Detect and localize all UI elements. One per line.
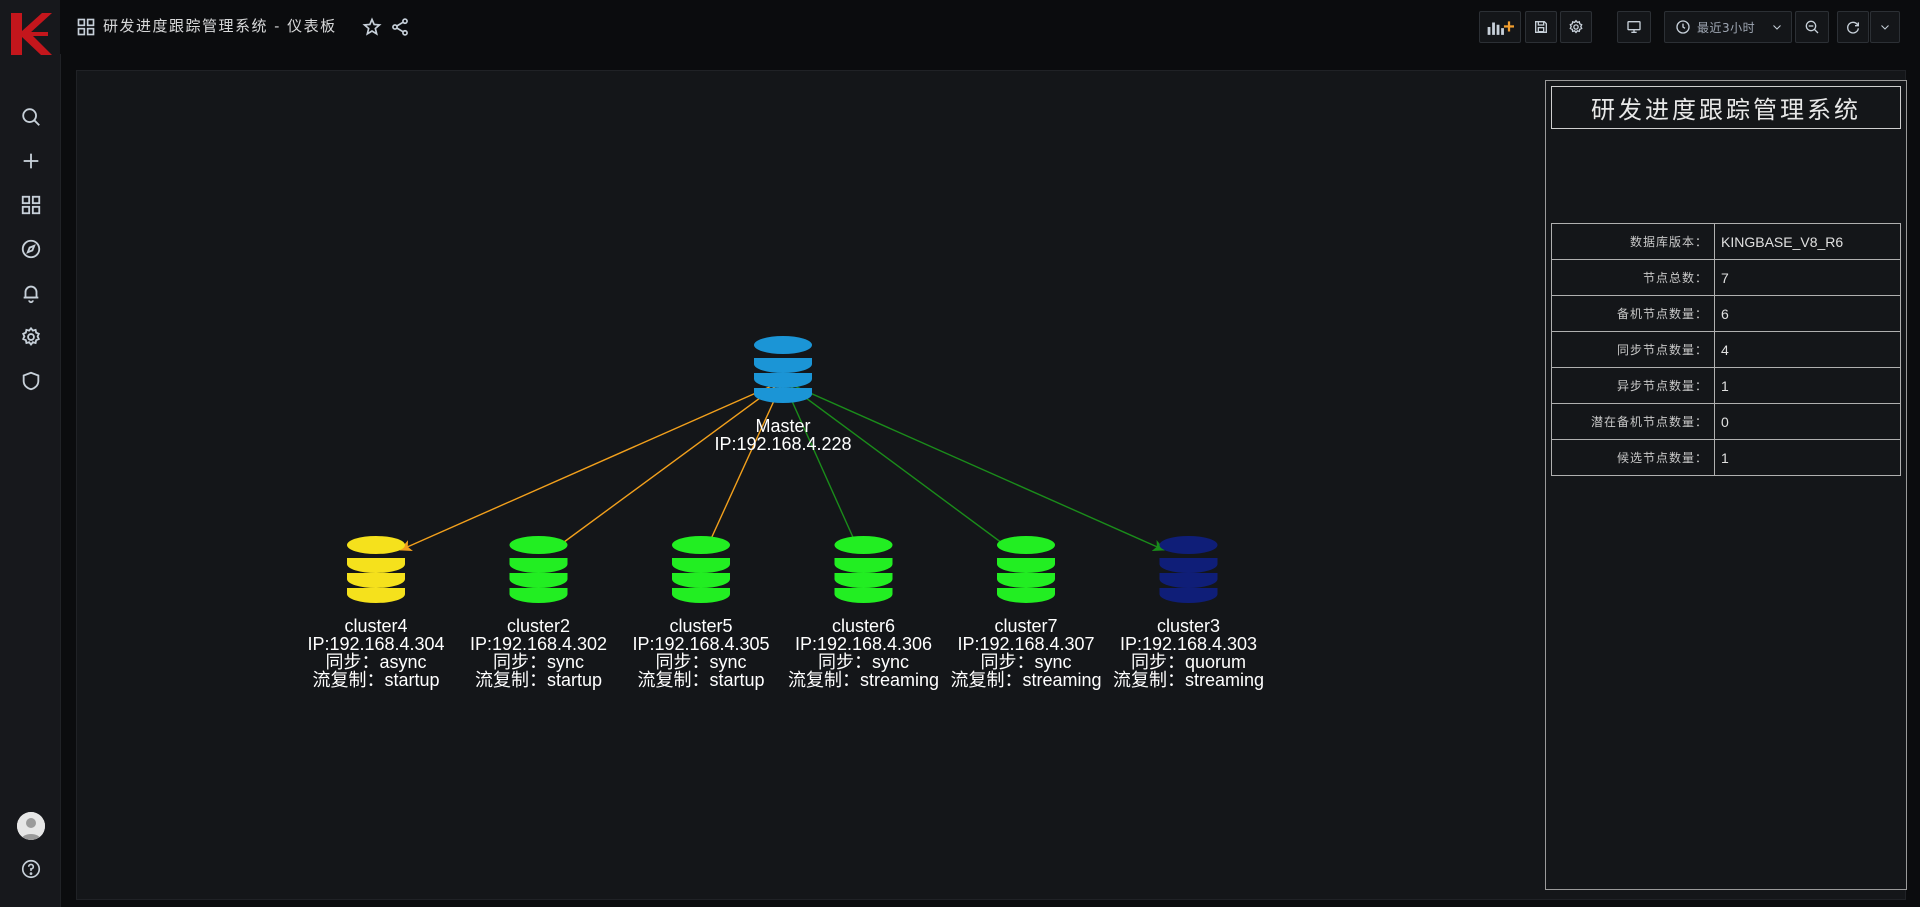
info-title: 研发进度跟踪管理系统 bbox=[1551, 86, 1901, 129]
cluster-ip: IP:192.168.4.307 bbox=[957, 634, 1094, 654]
cluster-stream-state: 流复制：streaming bbox=[788, 670, 939, 690]
info-value: 4 bbox=[1714, 331, 1901, 368]
dashboards-icon[interactable] bbox=[16, 190, 46, 220]
cluster-name: cluster7 bbox=[994, 616, 1057, 636]
info-value: 1 bbox=[1714, 367, 1901, 404]
cluster-ip: IP:192.168.4.302 bbox=[470, 634, 607, 654]
shield-icon[interactable] bbox=[16, 366, 46, 396]
cluster-db-icon[interactable] bbox=[1159, 536, 1218, 603]
refresh-icon bbox=[1847, 21, 1859, 34]
replication-edge bbox=[782, 380, 1013, 551]
info-row: 备机节点数量：6 bbox=[1551, 295, 1901, 332]
master-ip: IP:192.168.4.228 bbox=[714, 434, 851, 454]
info-row: 异步节点数量：1 bbox=[1551, 367, 1901, 404]
cluster-sync-mode: 同步：quorum bbox=[1131, 652, 1246, 672]
save-dashboard-button[interactable] bbox=[1525, 11, 1557, 43]
cluster-db-icon[interactable] bbox=[347, 536, 405, 603]
cluster-name: cluster5 bbox=[669, 616, 732, 636]
cycle-view-mode-button[interactable] bbox=[1617, 11, 1651, 43]
cluster-stream-state: 流复制：startup bbox=[475, 670, 602, 690]
cluster-db-icon[interactable] bbox=[997, 536, 1055, 603]
star-icon[interactable] bbox=[362, 17, 382, 37]
info-row: 潜在备机节点数量：0 bbox=[1551, 403, 1901, 440]
cluster-sync-mode: 同步：sync bbox=[818, 652, 909, 672]
add-panel-icon bbox=[1487, 21, 1514, 35]
add-panel-button[interactable] bbox=[1479, 11, 1521, 43]
bell-icon[interactable] bbox=[16, 278, 46, 308]
info-key: 备机节点数量： bbox=[1551, 295, 1715, 332]
replication-edge bbox=[782, 380, 1166, 552]
cluster-ip: IP:192.168.4.303 bbox=[1120, 634, 1257, 654]
explore-icon[interactable] bbox=[16, 234, 46, 264]
cluster-ip: IP:192.168.4.306 bbox=[795, 634, 932, 654]
cluster-stream-state: 流复制：streaming bbox=[1113, 670, 1264, 690]
search-icon[interactable] bbox=[16, 102, 46, 132]
cluster-name: cluster2 bbox=[507, 616, 570, 636]
replication-edge bbox=[552, 380, 784, 551]
master-name: Master bbox=[755, 416, 810, 436]
cluster-ip: IP:192.168.4.304 bbox=[307, 634, 444, 654]
share-icon[interactable] bbox=[390, 17, 410, 37]
info-key: 数据库版本： bbox=[1551, 223, 1715, 260]
cluster-sync-mode: 同步：sync bbox=[493, 652, 584, 672]
topology-graph: MasterIP:192.168.4.228cluster4IP:192.168… bbox=[307, 336, 1264, 690]
info-value: 7 bbox=[1714, 259, 1901, 296]
time-range-label: 最近3小时 bbox=[1697, 20, 1756, 35]
info-key: 潜在备机节点数量： bbox=[1551, 403, 1715, 440]
info-row: 候选节点数量：1 bbox=[1551, 439, 1901, 476]
replication-edge bbox=[782, 380, 860, 551]
cluster-sync-mode: 同步：sync bbox=[655, 652, 746, 672]
cluster-sync-mode: 同步：sync bbox=[980, 652, 1071, 672]
info-key: 异步节点数量： bbox=[1551, 367, 1715, 404]
info-value: 1 bbox=[1714, 439, 1901, 476]
avatar[interactable] bbox=[17, 812, 45, 840]
info-row: 数据库版本：KINGBASE_V8_R6 bbox=[1551, 223, 1901, 260]
clock-icon bbox=[1676, 20, 1690, 34]
replication-edge bbox=[705, 380, 784, 551]
info-row: 同步节点数量：4 bbox=[1551, 331, 1901, 368]
refresh-button[interactable] bbox=[1837, 11, 1869, 43]
top-bar: 研发进度跟踪管理系统 - 仪表板 最近3小时 bbox=[60, 0, 1920, 54]
cluster-name: cluster6 bbox=[832, 616, 895, 636]
monitor-icon bbox=[1627, 21, 1641, 33]
info-key: 候选节点数量： bbox=[1551, 439, 1715, 476]
kingbase-logo[interactable] bbox=[8, 11, 54, 57]
info-value: 0 bbox=[1714, 403, 1901, 440]
cluster-ip: IP:192.168.4.305 bbox=[632, 634, 769, 654]
cluster-name: cluster3 bbox=[1157, 616, 1220, 636]
refresh-interval-dropdown[interactable] bbox=[1870, 11, 1900, 43]
info-key: 同步节点数量： bbox=[1551, 331, 1715, 368]
info-value: KINGBASE_V8_R6 bbox=[1714, 223, 1901, 260]
gear-icon[interactable] bbox=[16, 322, 46, 352]
cluster-sync-mode: 同步：async bbox=[325, 652, 426, 672]
save-icon bbox=[1535, 21, 1547, 33]
dashboard-settings-button[interactable] bbox=[1560, 11, 1592, 43]
cluster-db-icon[interactable] bbox=[672, 536, 730, 603]
chevron-down-icon bbox=[1773, 25, 1781, 30]
master-db-icon[interactable] bbox=[754, 336, 812, 403]
dashboard-grid-icon bbox=[77, 18, 95, 36]
cluster-stream-state: 流复制：startup bbox=[637, 670, 764, 690]
info-row: 节点总数：7 bbox=[1551, 259, 1901, 296]
info-value: 6 bbox=[1714, 295, 1901, 332]
zoom-out-button[interactable] bbox=[1795, 11, 1829, 43]
zoom-out-icon bbox=[1805, 20, 1819, 34]
cluster-db-icon[interactable] bbox=[509, 536, 568, 603]
help-icon[interactable] bbox=[16, 854, 46, 884]
cluster-name: cluster4 bbox=[344, 616, 407, 636]
sidebar bbox=[0, 0, 61, 907]
replication-edge bbox=[399, 380, 784, 552]
plus-icon[interactable] bbox=[16, 146, 46, 176]
gear-icon bbox=[1569, 19, 1583, 34]
cluster-stream-state: 流复制：startup bbox=[312, 670, 439, 690]
cluster-stream-state: 流复制：streaming bbox=[950, 670, 1101, 690]
chevron-down-icon bbox=[1881, 25, 1889, 30]
info-key: 节点总数： bbox=[1551, 259, 1715, 296]
dashboard-title[interactable]: 研发进度跟踪管理系统 - 仪表板 bbox=[103, 17, 337, 35]
cluster-db-icon[interactable] bbox=[834, 536, 893, 603]
time-range-picker[interactable]: 最近3小时 bbox=[1664, 11, 1792, 43]
